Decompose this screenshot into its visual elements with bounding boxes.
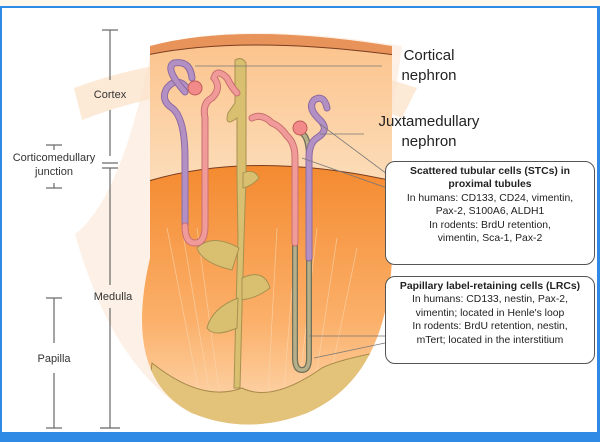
diagram-canvas: Cortex Corticomedullary junction Medulla… [2, 8, 597, 432]
stc-line: Pax-2, S100A6, ALDH1 [435, 206, 545, 218]
lrc-line: In humans: CD133, nestin, Pax-2, [412, 294, 568, 306]
juxtamedullary-line1: Juxtamedullary [378, 113, 480, 130]
cortical-nephron-label: Cortical nephron [384, 46, 474, 86]
capsule [142, 34, 392, 56]
capsule-line [142, 44, 392, 57]
juxtamedullary-nephron [248, 94, 331, 374]
stc-title-1: Scattered tubular cells (STCs) in [410, 166, 570, 177]
kidney-diagram [46, 29, 417, 429]
lrc-line: In rodents: BrdU retention, nestin, [412, 321, 568, 333]
stc-title-2: proximal tubules [448, 179, 532, 191]
cortical-nephron [160, 59, 241, 247]
stc-line: In humans: CD133, CD24, vimentin, [406, 192, 574, 204]
stc-info-box: Scattered tubular cells (STCs) in proxim… [385, 161, 595, 265]
juxtamedullary-line2: nephron [401, 133, 457, 150]
papilla-label: Papilla [37, 353, 71, 365]
cortical-line1: Cortical [403, 47, 455, 64]
corticomedullary-line1: Corticomedullary [12, 152, 96, 164]
region-scale-bars [46, 29, 120, 429]
stc-line: vimentin, Sca-1, Pax-2 [437, 233, 543, 245]
corticomedullary-label: Corticomedullary junction [4, 151, 104, 179]
juxtamedullary-nephron-label: Juxtamedullary nephron [364, 112, 494, 152]
lrc-line: vimentin; located in Henle's loop [415, 307, 565, 319]
stc-line: In rodents: BrdU retention, [429, 219, 551, 231]
corticomedullary-line2: junction [35, 166, 73, 178]
cortical-line2: nephron [401, 67, 457, 84]
lrc-info-box: Papillary label-retaining cells (LRCs) I… [385, 276, 595, 364]
lrc-line: mTert; located in the interstitium [416, 334, 564, 346]
corticomedullary-line [142, 165, 392, 184]
collecting-duct [196, 58, 271, 389]
lrc-title: Papillary label-retaining cells (LRCs) [399, 281, 581, 292]
medulla-label: Medulla [93, 291, 133, 303]
leader-lines [195, 65, 388, 359]
cortex-label: Cortex [93, 89, 127, 101]
